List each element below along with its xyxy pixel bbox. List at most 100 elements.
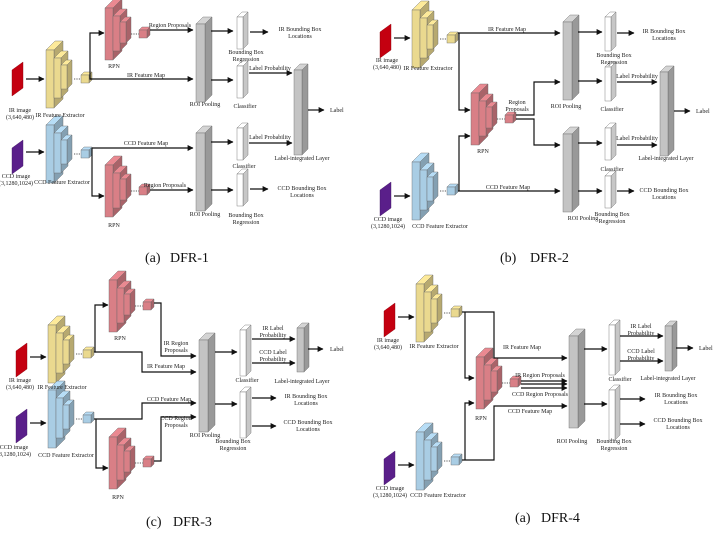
ccd-feature-extractor-b-output-cube-front [446, 186, 456, 196]
ir-image-d [383, 302, 396, 338]
ir-feature-extractor-b-layer3-front [426, 24, 434, 50]
roi-bottom-label-b: ROI Pooling [568, 216, 599, 222]
bbr-label-d-line2: Regression [601, 446, 628, 452]
ir-label-prob-label-d-line2: Probability [628, 331, 655, 337]
ir-extractor-label-b: IR Feature Extractor [403, 66, 452, 72]
ir-image-label-d-line2: (3,640,480) [374, 344, 402, 351]
rpn-b-output-cube-front [504, 114, 514, 124]
label-integrated-layer-d [664, 320, 678, 372]
ir-feature-extractor-d [415, 274, 463, 343]
rpn-top-a-layer1-front [104, 7, 114, 61]
bbr-d-side [614, 384, 621, 441]
arrow-ir-to-rpn-d [464, 312, 475, 381]
label-prob-bottom-label-b: Label Probability [616, 136, 658, 142]
rpn-d-layer2-front [483, 364, 492, 401]
ir-feature-extractor-c-layer3-side [68, 334, 75, 365]
classifier-bottom-label-b: Classifier [601, 166, 624, 173]
ir-feature-extractor-d-output-cube-front [450, 308, 460, 318]
ccd-image-label-d-line1: CCD image [376, 486, 405, 492]
label-integrated-layer-b-front [659, 71, 669, 157]
rpn-top-a [104, 0, 151, 61]
roi-label-d: ROI Pooling [557, 439, 588, 445]
bbr-top-label-a-line2: Regression [233, 57, 260, 63]
rpn-top-c-output-cube-front [142, 301, 152, 311]
label-integrated-layer-c [296, 322, 310, 373]
ccd-feature-extractor-b [411, 152, 459, 221]
label-integrated-layer-b [659, 65, 675, 157]
ccd-feature-extractor-d-layer2-front [423, 439, 432, 481]
ccd-feature-extractor-b-layer2-front [419, 169, 428, 211]
ccd-feature-extractor-d [415, 422, 463, 491]
roi-pooling-top-b-side [571, 14, 580, 101]
ccd-feature-extractor-c [47, 380, 95, 449]
ccd-extractor-label-b: CCD Feature Extractor [412, 224, 468, 230]
label-output-d: Label [699, 346, 713, 352]
ir-feature-extractor-d-layer3-front [430, 298, 438, 324]
caption-name-d: DFR-4 [541, 511, 580, 526]
ccd-extractor-label-c: CCD Feature Extractor [38, 453, 94, 459]
label-integrated-layer-d-front [664, 325, 673, 372]
ccd-feature-extractor-a [45, 115, 93, 184]
ccd-feature-map-label-d: CCD Feature Map [508, 409, 552, 415]
ccd-region-proposals-label-d: CCD Region Proposals [512, 392, 569, 398]
ir-feature-extractor-a-layer2-front [53, 57, 62, 99]
label-layer-label-d: Label-integrated Layer [640, 376, 695, 382]
ir-feature-extractor-a-layer3-side [66, 59, 73, 90]
rpn-top-c-layer2-front [116, 287, 125, 324]
ccd-feature-extractor-a-layer3-front [60, 139, 68, 165]
rpn-bottom-a-layer2-front [112, 172, 121, 209]
rpn-bottom-c-layer3-front [123, 450, 131, 473]
ccd-feature-extractor-c-output-cube-front [82, 414, 92, 424]
rpn-d-output-cube-front [509, 378, 519, 388]
roi-pooling-top-a-front [195, 23, 206, 103]
ir-bbox-label-c-line2: Locations [294, 401, 318, 407]
bbr-label-c-line1: Bounding Box [215, 439, 250, 445]
arrow-ir-feature-map-c [95, 351, 197, 375]
ccd-region-proposals-label-c-line1: CCD Region [160, 416, 191, 422]
ir-image-label-a-line1: IR image [9, 108, 31, 114]
ccd-image-label-a-line2: (3,1280,1024) [0, 180, 33, 187]
ir-region-proposals-label-d: IR Region Proposals [515, 373, 565, 379]
bbr-top-b [604, 11, 617, 52]
rpn-bottom-c [108, 427, 155, 490]
label-prob-bottom-label-a: Label Probability [249, 135, 291, 141]
bbr-c-side [245, 386, 252, 439]
ccd-bbox-label-d-line2: Locations [666, 425, 690, 431]
ccd-label-prob-label-d-line1: CCD Label [627, 349, 655, 355]
classifier-top-label-b: Classifier [601, 106, 624, 113]
ccd-label-prob-label-c-line2: Probability [260, 357, 287, 363]
ccd-image-d [383, 450, 396, 486]
ir-feature-extractor-a-layer1-front [45, 49, 55, 109]
rpn-d-layer1-front [475, 356, 485, 410]
arrow-ccd-to-rpn-a [91, 148, 105, 199]
rpn-d [475, 347, 522, 410]
ccd-image-label-b-line2: (3,1280,1024) [371, 223, 405, 230]
bbr-top-label-a-line1: Bounding Box [228, 50, 263, 56]
arrow-ir-feature-map-d [462, 311, 568, 361]
roi-pooling-top-a-side [204, 16, 213, 103]
ir-bbox-label-a-line1: IR Bounding Box [279, 27, 322, 33]
ir-image-label-b-line2: (3,640,480) [373, 64, 401, 71]
ir-extractor-label-c: IR Feature Extractor [37, 385, 86, 391]
classifier-top-a [236, 60, 249, 99]
rpn-b [470, 83, 517, 146]
bbr-bottom-a-front [236, 173, 244, 207]
label-layer-label-a: Label-integrated Layer [274, 156, 329, 162]
ir-label-prob-label-d-line1: IR Label [630, 324, 651, 330]
ccd-feature-extractor-b-layer3-side [432, 171, 439, 202]
label-layer-label-c: Label-integrated Layer [274, 379, 329, 385]
rpn-label-d: RPN [475, 416, 487, 422]
bbr-bottom-label-b-line2: Regression [599, 219, 626, 225]
label-prob-top-label-b: Label Probability [616, 74, 658, 80]
ccd-feature-extractor-d-layer3-front [430, 446, 438, 472]
classifier-label-d: Classifier [609, 376, 632, 383]
roi-pooling-d-front [568, 335, 579, 429]
ccd-feature-map-label-b: CCD Feature Map [486, 185, 530, 191]
bbr-top-a [236, 11, 249, 50]
classifier-bottom-a-side [242, 122, 249, 161]
roi-pooling-top-b-front [562, 21, 573, 101]
ir-image-a [11, 61, 24, 97]
arrow-ccd-to-rpn-c [95, 419, 109, 471]
ccd-image-b [379, 181, 392, 217]
